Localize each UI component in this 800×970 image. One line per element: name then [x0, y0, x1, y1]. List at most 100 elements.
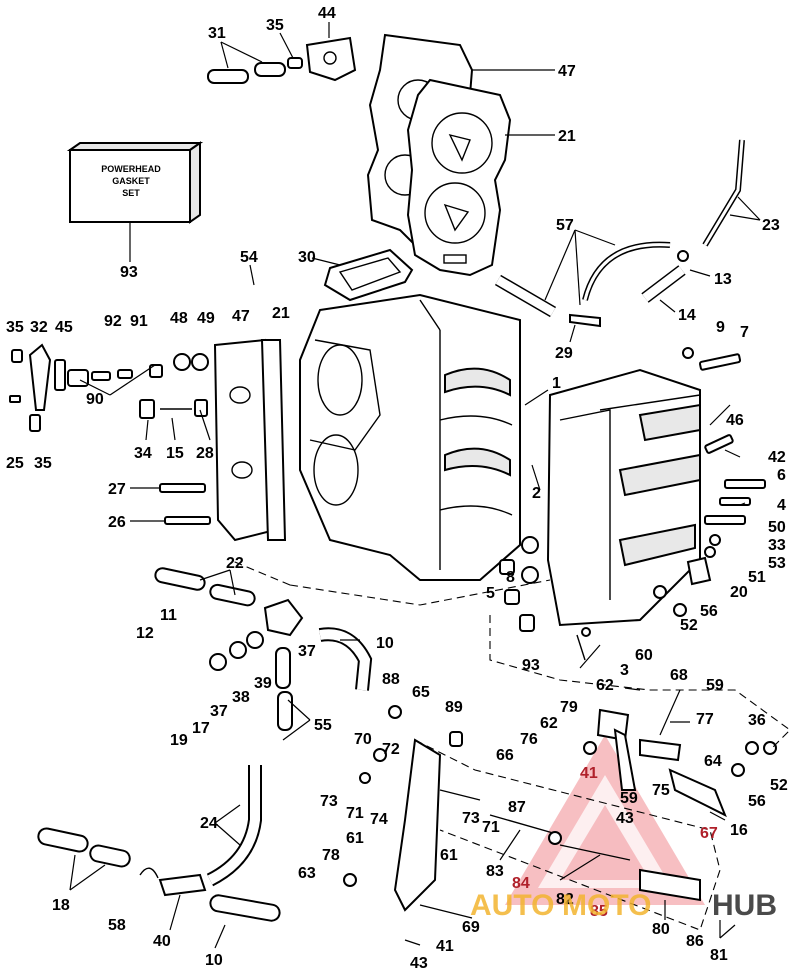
- callout-80: 80: [652, 921, 670, 938]
- callout-36: 36: [748, 712, 766, 729]
- callout-83: 83: [486, 863, 504, 880]
- callout-41-red: 41: [580, 765, 598, 782]
- callout-67-red: 67: [700, 825, 718, 842]
- callout-42: 42: [768, 449, 786, 466]
- callout-21-left: 21: [272, 305, 290, 322]
- callout-50: 50: [768, 519, 786, 536]
- head-gasket-top: [406, 78, 512, 277]
- callout-7: 7: [740, 324, 749, 341]
- watermark-logo: [505, 735, 705, 905]
- callout-75: 75: [652, 782, 670, 799]
- callout-31: 31: [208, 25, 226, 42]
- callout-65: 65: [412, 684, 430, 701]
- callout-84-red: 84: [512, 875, 530, 892]
- callout-21-top: 21: [558, 128, 576, 145]
- callout-57: 57: [556, 217, 574, 234]
- callout-47-top: 47: [558, 63, 576, 80]
- callout-44: 44: [318, 5, 336, 22]
- hoses-31: [207, 57, 303, 84]
- gasket-set-box: [66, 141, 204, 262]
- watermark-auto: AUTO: [470, 889, 554, 922]
- callout-47-left: 47: [232, 308, 250, 325]
- callout-61-lower: 61: [440, 847, 458, 864]
- callout-35-lower: 35: [34, 455, 52, 472]
- callout-78: 78: [322, 847, 340, 864]
- lower-left-hoses: [154, 567, 373, 731]
- callout-34: 34: [134, 445, 152, 462]
- watermark-moto: MOTO: [562, 889, 651, 922]
- callout-81: 81: [710, 947, 728, 964]
- callout-90: 90: [86, 391, 104, 408]
- callout-labels: 31 35 44 47 21 23 57 13 14 9 7 29 93 30 …: [6, 5, 788, 970]
- watermark-text: AUTO MOTO HUB: [470, 889, 777, 922]
- callout-53: 53: [768, 555, 786, 572]
- callout-91: 91: [130, 313, 148, 330]
- callout-27: 27: [108, 481, 126, 498]
- linkage-assembly: [343, 705, 777, 912]
- callout-18: 18: [52, 897, 70, 914]
- callout-26: 26: [108, 514, 126, 531]
- callout-93-lower: 93: [522, 657, 540, 674]
- callout-71-right: 71: [482, 819, 500, 836]
- callout-37-upper: 37: [298, 643, 316, 660]
- callout-68: 68: [670, 667, 688, 684]
- callout-17: 17: [192, 720, 210, 737]
- callout-62-upper: 62: [596, 677, 614, 694]
- callout-45: 45: [55, 319, 73, 336]
- callout-16: 16: [730, 822, 748, 839]
- callout-40: 40: [153, 933, 171, 950]
- callout-48: 48: [170, 310, 188, 327]
- callout-93-box: 93: [120, 264, 138, 281]
- callout-62-mid: 62: [540, 715, 558, 732]
- callout-24: 24: [200, 815, 218, 832]
- callout-89: 89: [445, 699, 463, 716]
- callout-38: 38: [232, 689, 250, 706]
- callout-23: 23: [762, 217, 780, 234]
- callout-56-upper: 56: [700, 603, 718, 620]
- callout-3: 3: [620, 662, 629, 679]
- callout-25: 25: [6, 455, 24, 472]
- callout-28: 28: [196, 445, 214, 462]
- callout-10-upper: 10: [376, 635, 394, 652]
- callout-88: 88: [382, 671, 400, 688]
- callout-12: 12: [136, 625, 154, 642]
- exhaust-gasket-21: [260, 339, 287, 541]
- callout-13: 13: [714, 271, 732, 288]
- callout-51: 51: [748, 569, 766, 586]
- callout-73-lower: 73: [462, 810, 480, 827]
- callout-32: 32: [30, 319, 48, 336]
- callout-52-lower: 52: [770, 777, 788, 794]
- callout-43-mid: 43: [616, 810, 634, 827]
- assembly-dashed-outline: [229, 559, 791, 931]
- gasket-box-line3: SET: [122, 188, 140, 198]
- callout-61-upper: 61: [346, 830, 364, 847]
- callout-8: 8: [506, 569, 515, 586]
- callout-54: 54: [240, 249, 258, 266]
- callout-15: 15: [166, 445, 184, 462]
- callout-74: 74: [370, 811, 388, 828]
- callout-33: 33: [768, 537, 786, 554]
- callout-14: 14: [678, 307, 696, 324]
- callout-92: 92: [104, 313, 122, 330]
- watermark-hub: HUB: [712, 889, 777, 922]
- callout-87: 87: [508, 799, 526, 816]
- callout-43-lower: 43: [410, 955, 428, 970]
- crankcase-block: [299, 293, 521, 581]
- small-parts-left: [9, 343, 211, 525]
- callout-66: 66: [496, 747, 514, 764]
- callout-35-top: 35: [266, 17, 284, 34]
- callout-20: 20: [730, 584, 748, 601]
- cover-plate-44: [305, 36, 357, 82]
- callout-64: 64: [704, 753, 722, 770]
- callout-11: 11: [160, 607, 177, 624]
- callout-86: 86: [686, 933, 704, 950]
- callout-35-left: 35: [6, 319, 24, 336]
- callout-82: 82: [556, 891, 574, 908]
- callout-63: 63: [298, 865, 316, 882]
- gasket-30: [323, 248, 414, 302]
- callout-2: 2: [532, 485, 541, 502]
- gasket-box-line1: POWERHEAD: [101, 164, 161, 174]
- callout-46: 46: [726, 412, 744, 429]
- callout-6: 6: [777, 467, 786, 484]
